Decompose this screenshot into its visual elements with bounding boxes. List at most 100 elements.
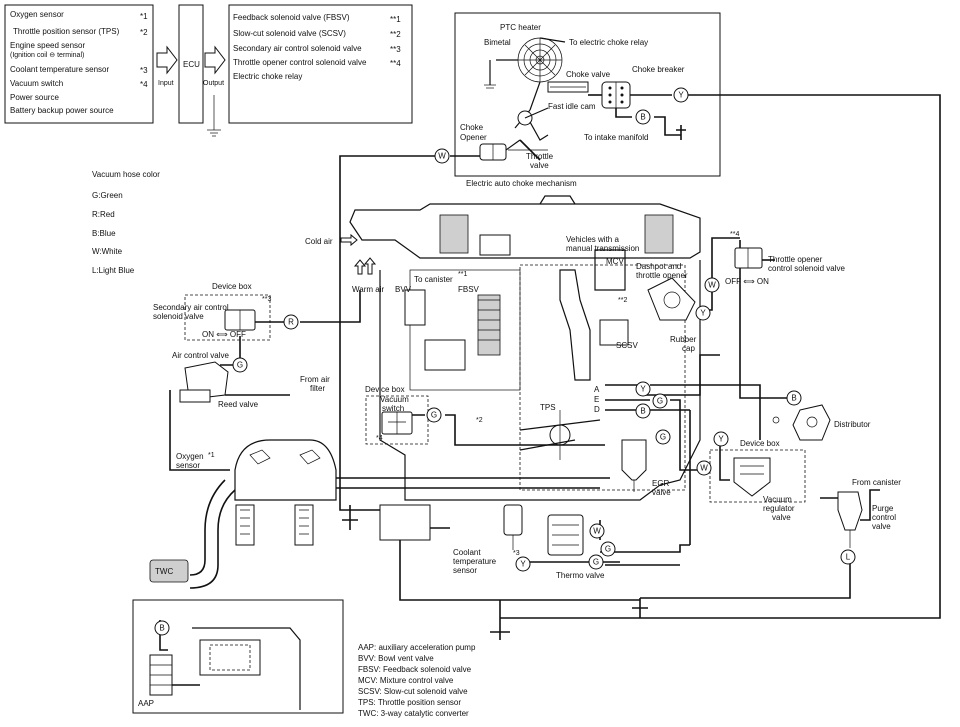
egr-valve [621, 439, 647, 492]
legend-light-blue: L:Light Blue [92, 266, 135, 275]
choke-mechanism-inset: PTC heater Bimetal To electric choke rel… [454, 12, 721, 188]
on-off-label: ON ⟺ OFF [202, 330, 246, 339]
throttle-opener-ctrl-1: Throttle opener [768, 255, 823, 264]
rubber-cap-label-2: cap [682, 344, 695, 353]
ecu-box: ECU [178, 4, 221, 137]
svg-text:**3: **3 [390, 45, 401, 54]
abbr-twc: TWC: 3-way catalytic converter [358, 709, 469, 718]
input-ignition-coil: (Ignition coil ⊖ terminal) [10, 52, 84, 59]
manual-note-2: manual transmission [566, 244, 639, 253]
ecu-output-box: Feedback solenoid valve (FBSV) Slow-cut … [228, 4, 413, 124]
hose-code: B [154, 620, 170, 636]
hose-code: G [426, 407, 442, 423]
hose-code: Y [673, 87, 689, 103]
coolant-label-1: Coolant [453, 548, 481, 557]
manual-note-1: Vehicles with a [566, 235, 619, 244]
svg-text:W: W [700, 464, 708, 473]
air-control-valve-label: Air control valve [172, 351, 229, 360]
output-sec-air: Secondary air control solenoid valve [233, 44, 362, 53]
svg-text:**2: **2 [618, 297, 627, 304]
distributor [772, 404, 831, 441]
mark-4: *4 [140, 80, 148, 89]
svg-text:**1: **1 [458, 271, 467, 278]
svg-text:Y: Y [520, 560, 526, 569]
off-on-label: OFF ⟺ ON [725, 277, 769, 286]
hose-network [159, 94, 941, 651]
input-oxygen-sensor: Oxygen sensor [10, 10, 64, 19]
svg-text:Y: Y [640, 385, 646, 394]
oxygen-sensor-label-2: sensor [176, 461, 200, 470]
tps-label: TPS [540, 403, 556, 412]
purge-label-2: control [872, 513, 896, 522]
dashpot-label-1: Dashpot and [636, 262, 681, 271]
svg-text:B: B [791, 394, 796, 403]
throttle-opener-ctrl-2: control solenoid valve [768, 264, 845, 273]
legend-white: W:White [92, 247, 123, 256]
abbr-tps: TPS: Throttle position sensor [358, 698, 461, 707]
from-air-filter-1: From air [300, 375, 330, 384]
device-box-3-label: Device box [740, 439, 780, 448]
legend-title: Vacuum hose color [92, 170, 160, 179]
hose-code: Y [515, 556, 531, 572]
port-a: A [594, 385, 600, 394]
coolant-label-3: sensor [453, 566, 477, 575]
input-battery-backup: Battery backup power source [10, 106, 114, 115]
svg-text:*3: *3 [513, 550, 520, 557]
svg-text:Y: Y [700, 309, 706, 318]
hose-code: W [696, 460, 712, 476]
input-tps: Throttle position sensor (TPS) [13, 27, 120, 36]
svg-text:G: G [237, 361, 243, 370]
svg-text:R: R [288, 318, 294, 327]
hose-code-markers: Y B W R G G Y G B G W Y W G B Y L W G Y … [154, 87, 856, 636]
egr-label-1: EGR [652, 479, 670, 488]
port-d: D [594, 405, 600, 414]
input-vacuum-switch: Vacuum switch [10, 79, 63, 88]
abbr-fbsv: FBSV: Feedback solenoid valve [358, 665, 472, 674]
hose-code: Y [635, 381, 651, 397]
svg-text:G: G [657, 397, 663, 406]
hose-code: L [840, 549, 856, 565]
svg-text:B: B [640, 407, 645, 416]
hose-code: B [635, 403, 651, 419]
mcv-label: MCV [606, 257, 624, 266]
svg-text:L: L [846, 553, 851, 562]
ptc-heater-label: PTC heater [500, 23, 541, 32]
purge-label-3: valve [872, 522, 891, 531]
hose-color-legend: Vacuum hose color G:Green R:Red B:Blue W… [92, 170, 160, 275]
mark-3: *3 [140, 66, 148, 75]
choke-valve-label: Choke valve [566, 70, 611, 79]
legend-blue: B:Blue [92, 229, 116, 238]
vac-reg-label-1: Vacuum [763, 495, 792, 504]
svg-text:**2: **2 [390, 30, 401, 39]
svg-text:**3: **3 [262, 296, 271, 303]
svg-text:G: G [660, 433, 666, 442]
hose-code: G [655, 429, 671, 445]
aap-inset: AAP [132, 599, 344, 714]
legend-red: R:Red [92, 210, 115, 219]
bimetal-label: Bimetal [484, 38, 511, 47]
svg-text:**4: **4 [730, 231, 739, 238]
legend-green: G:Green [92, 191, 123, 200]
svg-text:W: W [708, 281, 716, 290]
hose-code: W [434, 148, 450, 164]
svg-text:G: G [605, 545, 611, 554]
hose-code: G [652, 393, 668, 409]
hose-code: W [589, 523, 605, 539]
oxygen-sensor-label-1: Oxygen [176, 452, 204, 461]
svg-text:**1: **1 [390, 15, 401, 24]
svg-text:B: B [159, 624, 164, 633]
device-box-secondary-air [184, 294, 271, 341]
purge-control-valve [837, 491, 863, 548]
svg-text:B: B [640, 113, 645, 122]
device-box-1-label: Device box [212, 282, 252, 291]
thermo-valve-label: Thermo valve [556, 571, 605, 580]
vacuum-switch-label-2: switch [382, 404, 404, 413]
distributor-label: Distributor [834, 420, 871, 429]
component-labels: Cold air Warm air To canister **1 BVV FB… [153, 231, 901, 580]
aap-label: AAP [138, 699, 154, 708]
fbsv-label: FBSV [458, 285, 480, 294]
choke-opener-label-2: Opener [460, 133, 487, 142]
abbr-aap: AAP: auxiliary acceleration pump [358, 643, 476, 652]
abbr-bvv: BVV: Bowl vent valve [358, 654, 434, 663]
